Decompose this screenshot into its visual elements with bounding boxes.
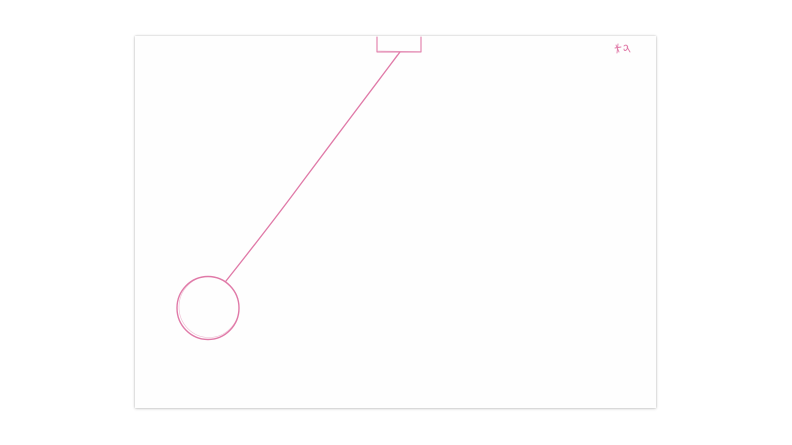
sketch-paper — [135, 36, 656, 408]
pendulum-drawing — [176, 36, 631, 341]
pivot-box-inner — [377, 50, 421, 52]
pendulum-bob — [176, 275, 240, 341]
pivot-box — [376, 36, 422, 53]
pendulum-string-shade — [224, 54, 398, 283]
corner-mark — [614, 43, 631, 54]
pendulum-bob-shade — [178, 276, 240, 338]
